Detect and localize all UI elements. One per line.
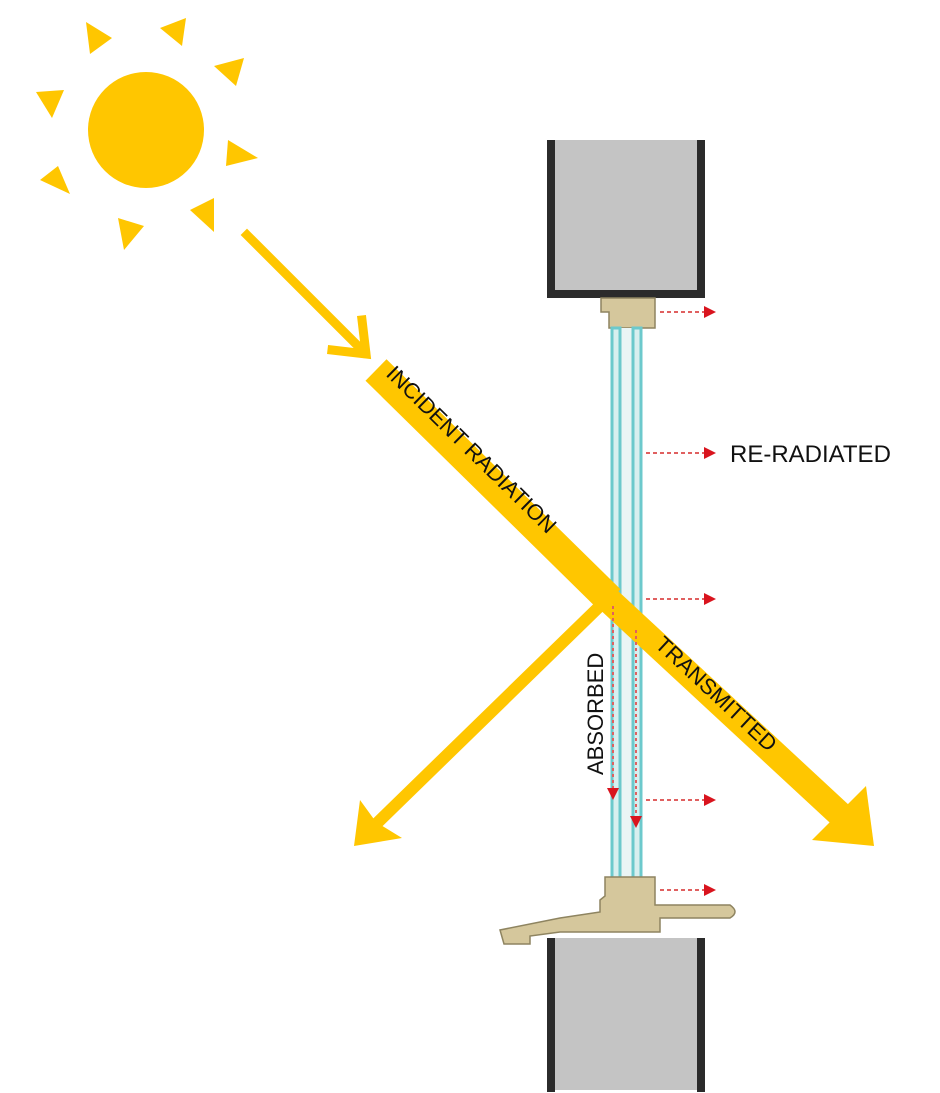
sun-icon [36, 18, 258, 250]
reradiated-label: RE-RADIATED [730, 441, 891, 468]
window-sill [499, 876, 736, 945]
lower-wall [547, 938, 705, 1092]
absorbed-arrows [607, 606, 642, 828]
upper-wall [547, 140, 705, 298]
reradiated-arrows [646, 306, 716, 896]
upper-frame-bead [600, 297, 656, 329]
absorbed-label: ABSORBED [583, 653, 608, 775]
sunray-arrow [240, 228, 372, 360]
incident-label: INCIDENT RADIATION [381, 361, 561, 538]
incident-ray: INCIDENT RADIATION [365, 359, 621, 611]
transmitted-label: TRANSMITTED [651, 631, 782, 756]
reflected-ray [354, 599, 607, 846]
